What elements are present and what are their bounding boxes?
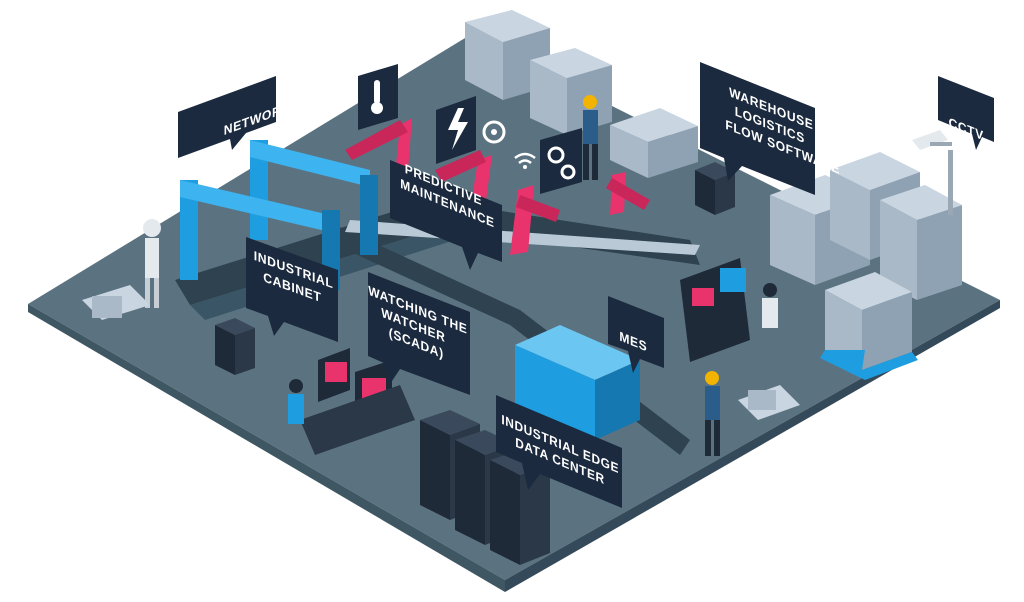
- cctv-camera: [912, 130, 953, 215]
- edge-box: [515, 325, 640, 440]
- network-label: NETWORK: [178, 76, 291, 158]
- carts: [82, 285, 800, 420]
- control-consoles: [300, 258, 750, 455]
- industrial-cabinet-label: INDUSTRIAL CABINET: [246, 237, 338, 342]
- predictive-maintenance-label: PREDICTIVE MAINTENANCE: [390, 160, 502, 270]
- gears-icon: [540, 128, 582, 194]
- wifi-icon: [514, 152, 536, 169]
- fan-icon: [482, 120, 506, 144]
- warehouse-logistics-label: WAREHOUSE LOGISTICS FLOW SOFTWARE: [700, 62, 840, 195]
- thermometer-icon: [358, 64, 398, 130]
- robot-arms: [345, 118, 650, 255]
- workers: [143, 95, 778, 456]
- crate-stacks: [465, 10, 962, 380]
- scada-label: WATCHING THE WATCHER (SCADA): [368, 272, 470, 395]
- lightning-icon: [436, 96, 476, 164]
- mes-label: MES: [608, 296, 664, 373]
